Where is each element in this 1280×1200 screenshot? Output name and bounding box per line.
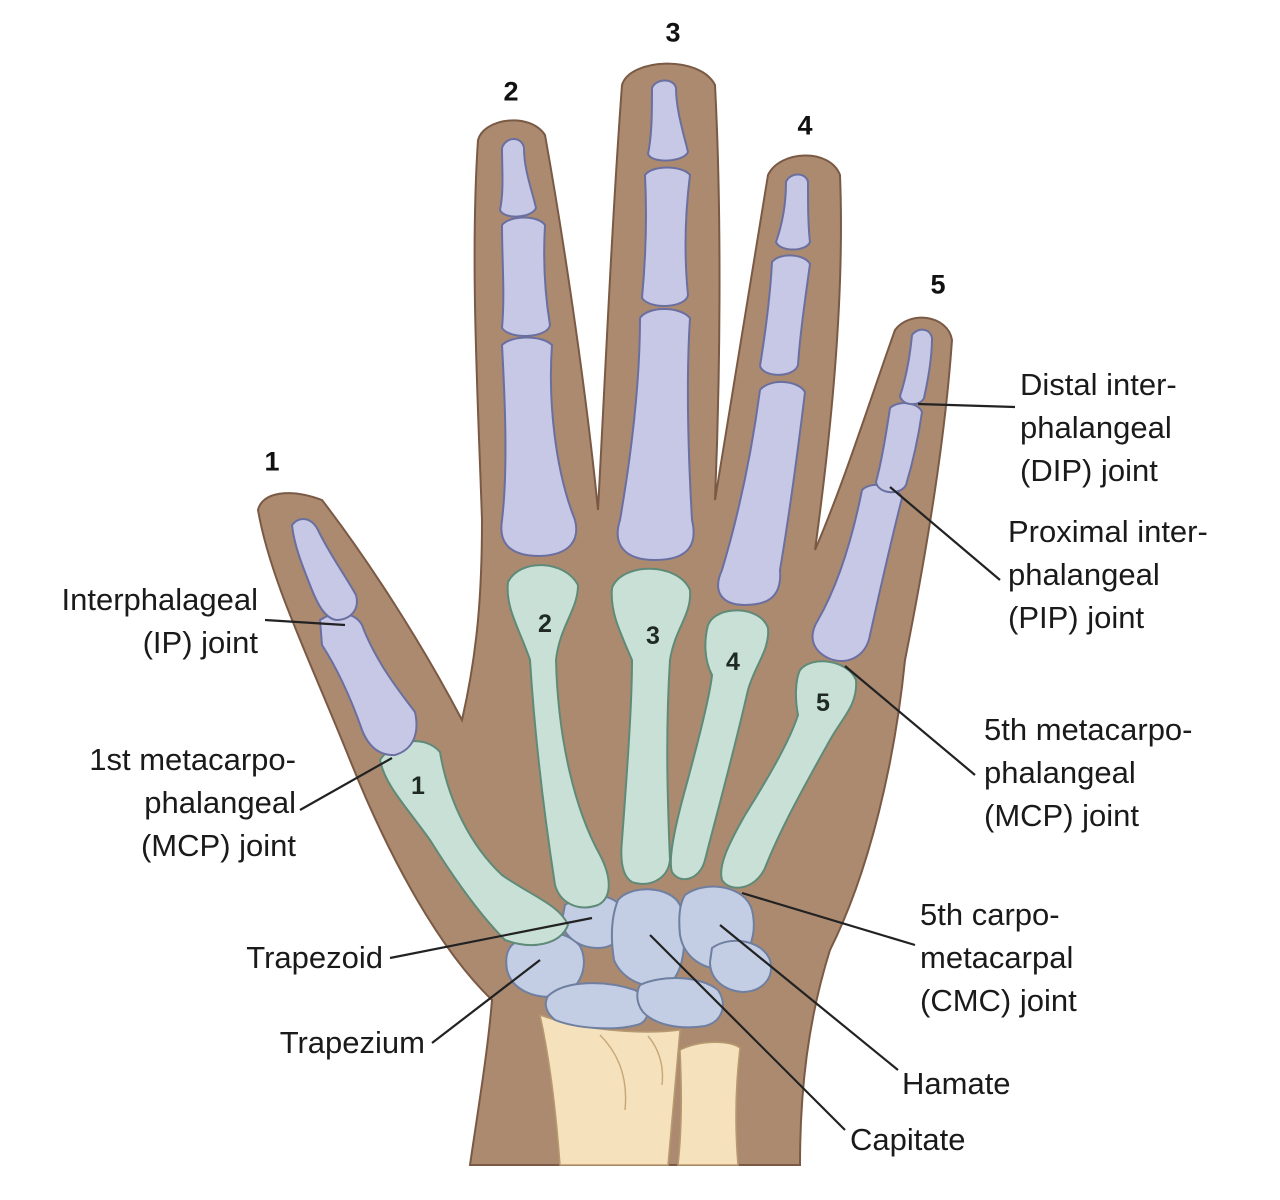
little-middle-phalanx [874,402,924,494]
ulna-bone [677,1041,741,1166]
label-pip-joint: Proximal inter- phalangeal (PIP) joint [1008,514,1208,635]
label-trapezium: Trapezium [279,1025,425,1060]
ring-proximal-phalanx [717,381,807,607]
middle-distal-phalanx [646,79,690,162]
label-hamate: Hamate [902,1066,1011,1101]
leader-trapezium [431,959,541,1044]
metacarpal-number-5: 5 [816,689,830,717]
digit-number-5: 5 [930,269,946,300]
carpal-bones [505,885,773,1030]
index-middle-phalanx [500,216,552,337]
label-ip-joint: Interphalageal (IP) joint [61,582,259,660]
scaphoid-bone [544,982,649,1030]
label-cmc5-joint: 5th carpo- metacarpal (CMC) joint [920,897,1077,1018]
label-capitate: Capitate [850,1122,966,1157]
digit-number-1: 1 [264,446,280,477]
metacarpal-number-4: 4 [726,648,740,676]
radius-bone [538,1013,681,1166]
digit-number-4: 4 [797,110,813,141]
leader-ip-joint [264,618,346,627]
digit-number-2: 2 [503,76,519,107]
metacarpal-1 [378,740,570,946]
ring-middle-phalanx [758,254,812,376]
metacarpal-number-3: 3 [646,622,660,650]
leader-mcp1-joint [299,757,393,811]
index-proximal-phalanx [500,336,578,558]
thumb-distal-phalanx [290,518,358,622]
leader-pip-joint [889,486,1001,581]
ring-distal-phalanx [774,173,812,251]
label-mcp1-joint: 1st metacarpo- phalangeal (MCP) joint [89,742,296,863]
leader-trapezoid [389,916,593,960]
metacarpal-2 [506,564,610,909]
metacarpal-5 [720,660,858,889]
metacarpal-bones [378,564,858,946]
metacarpal-3 [610,567,692,885]
capitate-bone [610,888,686,988]
phalanx-bones [290,79,934,757]
label-mcp5-joint: 5th metacarpo- phalangeal (MCP) joint [984,712,1193,833]
middle-middle-phalanx [640,166,692,307]
middle-proximal-phalanx [616,308,695,562]
leader-mcp5-joint [844,665,976,776]
leader-lines [264,402,1016,1131]
radius-bone-outline [599,1034,664,1111]
leader-dip-joint [917,402,1016,409]
label-dip-joint: Distal inter- phalangeal (DIP) joint [1020,367,1177,488]
metacarpal-4 [669,609,770,881]
leader-hamate [719,924,899,1071]
leader-capitate [649,934,846,1131]
metacarpal-number-1: 1 [411,772,425,800]
index-distal-phalanx [498,138,538,218]
label-trapezoid: Trapezoid [246,940,383,975]
metacarpal-number-group: 1 2 3 4 5 [411,610,830,800]
little-distal-phalanx [898,328,934,406]
leader-cmc5-joint [741,891,916,947]
metacarpal-number-2: 2 [538,610,552,638]
lunate-bone [636,977,724,1029]
thumb-proximal-phalanx [318,612,418,757]
digit-number-3: 3 [665,17,681,48]
